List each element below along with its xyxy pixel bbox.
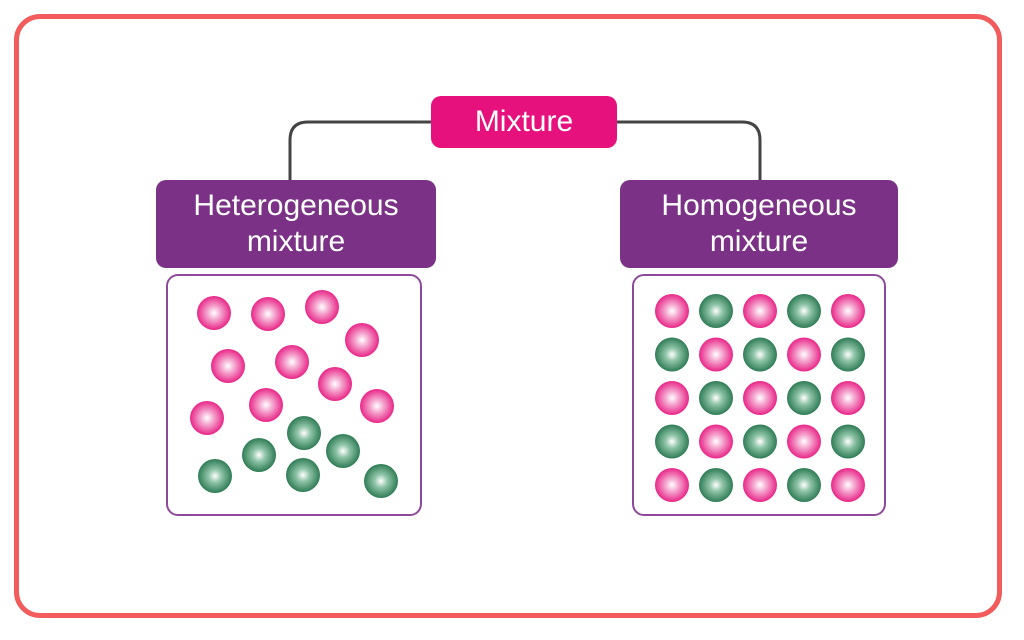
category-label-line2: mixture [246, 225, 346, 258]
pink-particle [655, 468, 689, 502]
green-particle [699, 468, 733, 502]
pink-particle [305, 290, 339, 324]
category-label-line1: Homogeneous [661, 189, 857, 222]
pink-particle [360, 389, 394, 423]
green-particle [326, 434, 360, 468]
green-particle [655, 424, 689, 459]
pink-particle [249, 388, 283, 422]
pink-particle [743, 294, 777, 328]
root-node-mixture: Mixture [431, 96, 617, 148]
green-particle [743, 424, 777, 459]
pink-particle [831, 381, 865, 415]
green-particle [743, 337, 777, 372]
category-label-line2: mixture [709, 225, 809, 258]
category-label-line1: Heterogeneous [193, 189, 399, 222]
pink-particle [699, 424, 733, 459]
green-particle [286, 458, 320, 492]
green-particle [699, 294, 733, 328]
green-particle [787, 381, 821, 415]
pink-particle [251, 297, 285, 331]
category-homogeneous-mixture: Homogeneous mixture [620, 180, 898, 268]
pink-particle [743, 381, 777, 415]
pink-particle [787, 424, 821, 459]
pink-particle [345, 323, 379, 357]
green-particle [655, 337, 689, 372]
pink-particle [197, 296, 231, 330]
pink-particle [655, 381, 689, 415]
green-particle [287, 416, 321, 450]
green-particle [831, 424, 865, 459]
pink-particle [190, 401, 224, 435]
green-particle [242, 438, 276, 472]
green-particle [699, 381, 733, 415]
pink-particle [831, 468, 865, 502]
green-particle [364, 464, 398, 498]
pink-particle [699, 337, 733, 372]
green-particle [831, 337, 865, 372]
green-particle [787, 294, 821, 328]
pink-particle [831, 294, 865, 328]
category-heterogeneous-mixture: Heterogeneous mixture [156, 180, 436, 268]
pink-particle [655, 294, 689, 328]
green-particle [787, 468, 821, 502]
pink-particle [743, 468, 777, 502]
pink-particle [318, 367, 352, 401]
root-node-label: Mixture [474, 105, 574, 138]
pink-particle [787, 337, 821, 372]
green-particle [198, 459, 232, 493]
pink-particle [275, 345, 309, 379]
pink-particle [211, 349, 245, 383]
